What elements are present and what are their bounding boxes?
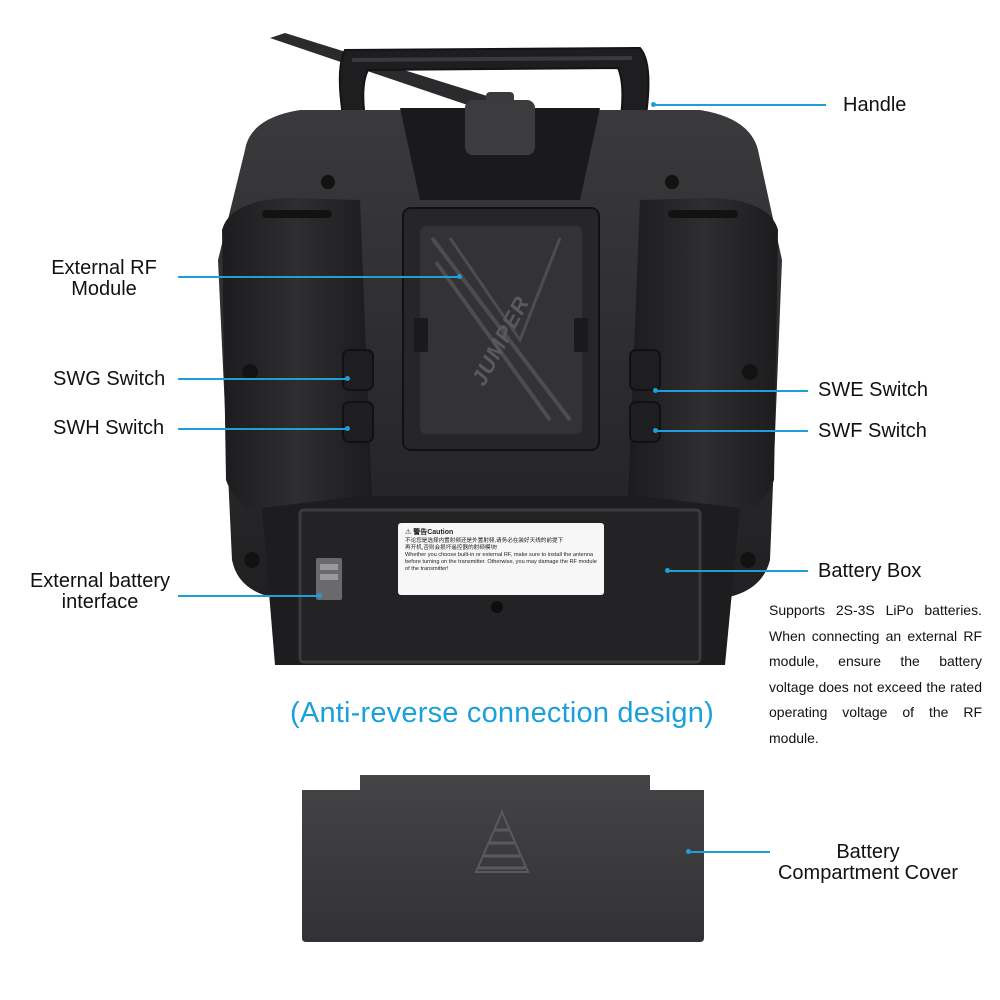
label-external-battery-interface: External battery interface: [18, 571, 182, 613]
label-swe-switch: SWE Switch: [818, 379, 929, 401]
label-external-rf-line-2: Module: [71, 278, 137, 300]
label-battery-box: Battery Box: [818, 560, 922, 582]
switch-swh: [342, 401, 374, 443]
caution-title: 警告Caution: [413, 529, 454, 536]
label-handle: Handle: [843, 94, 907, 116]
label-battery-compartment-cover: Battery Compartment Cover: [768, 842, 968, 884]
label-swf-switch: SWF Switch: [818, 420, 927, 442]
switch-swg: [342, 349, 374, 391]
label-battery-interface-line-2: interface: [61, 591, 139, 613]
external-rf-leader: [178, 276, 460, 278]
switch-swe: [629, 349, 661, 391]
warning-triangle-icon: ⚠: [405, 529, 412, 536]
caution-cn-1: 不论您是选择内置射频还是外置射频,请务必在装好天线的前提下: [405, 538, 564, 544]
label-battery-interface-line-1: External battery: [29, 570, 171, 592]
caution-cn-2: 再开机,否则会损坏遥控器的射频模块!: [405, 545, 498, 551]
swh-leader: [178, 428, 348, 430]
label-external-rf-line-1: External RF: [51, 257, 157, 279]
anti-reverse-caption: (Anti-reverse connection design): [290, 697, 714, 729]
label-cover-line-1: Battery: [836, 841, 900, 863]
label-swh-switch: SWH Switch: [53, 417, 165, 439]
battery-note: Supports 2S-3S LiPo batteries. When conn…: [769, 602, 982, 746]
battery-interface-leader: [178, 595, 320, 597]
label-external-rf-module: External RF Module: [40, 258, 168, 300]
switch-swf: [629, 401, 661, 443]
battery-box-leader: [667, 570, 808, 572]
caution-en: Whether you choose built-in or external …: [405, 552, 597, 572]
swg-leader: [178, 378, 348, 380]
caution-label: ⚠ 警告Caution 不论您是选择内置射频还是外置射频,请务必在装好天线的前提…: [398, 523, 604, 595]
ridge-triangle-icon: [474, 809, 530, 873]
handle-leader: [653, 104, 826, 106]
caution-title-row: ⚠ 警告Caution: [405, 529, 597, 536]
label-cover-line-2: Compartment Cover: [777, 862, 959, 884]
swe-leader: [655, 390, 808, 392]
battery-compartment-cover: [302, 775, 704, 942]
swf-leader: [655, 430, 808, 432]
label-swg-switch: SWG Switch: [53, 368, 166, 390]
cover-leader: [688, 851, 770, 853]
